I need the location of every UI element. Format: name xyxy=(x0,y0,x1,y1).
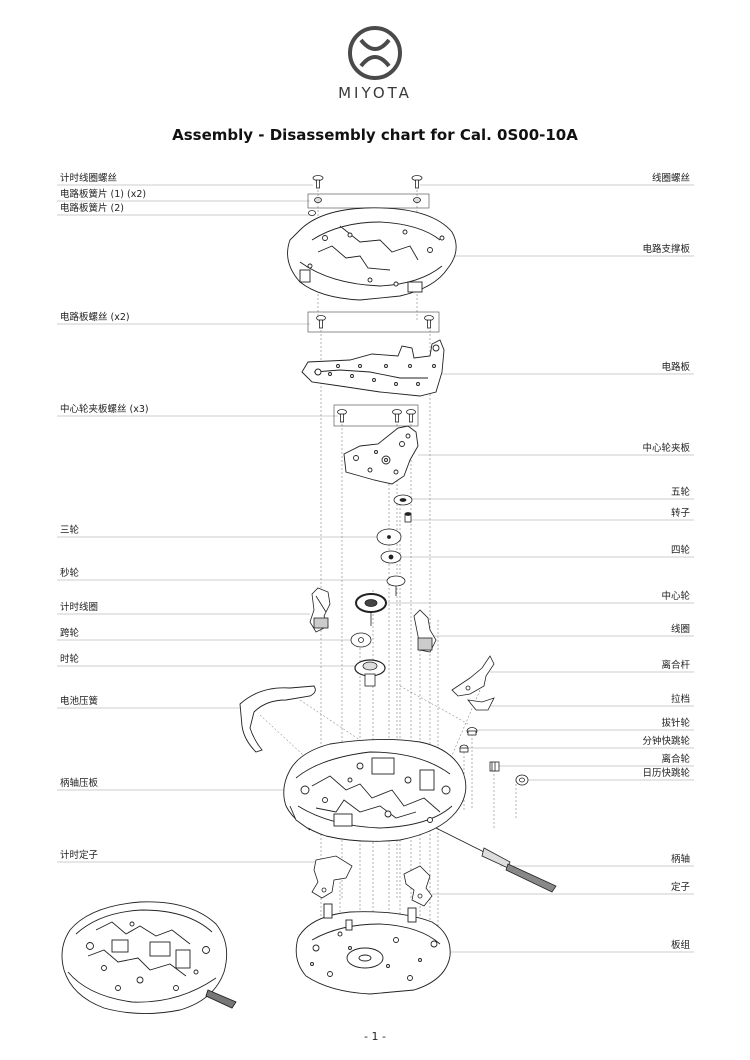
label-circuit-support-plate: 电路支撑板 xyxy=(642,244,690,255)
center-wheel-bridge xyxy=(343,425,419,485)
label-chrono-coil-screw: 计时线圈螺丝 xyxy=(60,173,118,184)
stator xyxy=(403,865,433,907)
label-coil-screw: 线圈螺丝 xyxy=(651,173,690,184)
label-chrono-stator: 计时定子 xyxy=(60,850,99,861)
fifth-wheel xyxy=(393,494,413,506)
calendar-jump-wheel xyxy=(515,774,529,786)
label-yoke: 拉档 xyxy=(670,694,690,705)
center-bridge-screw xyxy=(337,409,416,423)
hour-wheel xyxy=(354,659,386,687)
circuit-screw-bracket xyxy=(307,311,440,333)
label-clutch-wheel: 离合轮 xyxy=(661,754,690,765)
base-plate xyxy=(295,903,451,995)
label-base-plate: 板组 xyxy=(670,940,690,951)
page-number: - 1 - xyxy=(364,1030,386,1043)
center-bridge-screw-bracket xyxy=(333,404,419,427)
circuit-board xyxy=(301,339,445,397)
circuit-spring xyxy=(308,197,421,216)
coil-screw xyxy=(312,175,324,189)
label-second-wheel: 秒轮 xyxy=(60,568,80,579)
label-rotor: 转子 xyxy=(670,508,690,519)
winding-stem xyxy=(435,827,557,893)
clutch-wheel xyxy=(489,761,500,772)
third-wheel xyxy=(376,528,402,546)
label-third-wheel: 三轮 xyxy=(60,525,80,536)
label-minute-jump-wheel: 分钟快跳轮 xyxy=(642,736,690,747)
leader-lines xyxy=(57,184,694,953)
battery-spring xyxy=(239,685,316,753)
label-center-wheel: 中心轮 xyxy=(661,591,690,602)
page-title: Assembly - Disassembly chart for Cal. 0S… xyxy=(172,126,578,144)
label-fourth-wheel: 四轮 xyxy=(670,545,690,556)
second-wheel xyxy=(386,575,406,596)
label-minute-wheel: 跨轮 xyxy=(60,628,80,639)
label-setting-wheel: 拔针轮 xyxy=(661,718,690,729)
coil xyxy=(413,609,437,653)
minute-jump-wheel xyxy=(459,744,469,753)
spring-bracket xyxy=(307,193,430,209)
label-hour-wheel: 时轮 xyxy=(60,654,80,665)
chrono-stator xyxy=(311,855,353,899)
center-wheel xyxy=(355,593,387,626)
label-fifth-wheel: 五轮 xyxy=(670,487,690,498)
label-circuit-board-screw: 电路板螺丝 (x2) xyxy=(60,312,130,323)
fourth-wheel xyxy=(380,550,402,564)
circuit-board-screw xyxy=(316,315,434,329)
coil-screw xyxy=(411,175,423,189)
label-chrono-coil: 计时线圈 xyxy=(60,602,99,613)
label-coil: 线圈 xyxy=(670,624,690,635)
label-circuit-board: 电路板 xyxy=(661,362,690,373)
label-center-wheel-bridge: 中心轮夹板 xyxy=(642,443,690,454)
chrono-coil xyxy=(309,587,331,633)
main-plate-assembly xyxy=(283,738,467,842)
rotor xyxy=(404,512,412,523)
label-calendar-jump-wheel: 日历快跳轮 xyxy=(642,768,690,779)
yoke xyxy=(467,697,495,711)
label-circuit-spring-2: 电路板簧片 (2) xyxy=(60,203,124,214)
label-setting-lever: 离合杆 xyxy=(661,660,690,671)
label-stem-plate: 柄轴压板 xyxy=(60,778,99,789)
label-circuit-spring-1: 电路板簧片 (1) (x2) xyxy=(60,189,147,200)
label-winding-stem: 柄轴 xyxy=(670,854,690,865)
setting-lever xyxy=(451,655,495,697)
label-battery-spring: 电池压簧 xyxy=(60,696,99,707)
assembled-movement xyxy=(61,901,237,1015)
label-center-bridge-screw: 中心轮夹板螺丝 (x3) xyxy=(60,404,149,415)
setting-wheel xyxy=(466,727,478,736)
minute-wheel xyxy=(350,632,372,648)
miyota-emblem-icon xyxy=(348,26,402,80)
circuit-support-plate xyxy=(287,207,457,301)
brand-name: MIYOTA xyxy=(338,84,412,102)
label-stator: 定子 xyxy=(670,882,690,893)
brand-logo: MIYOTA xyxy=(320,24,430,106)
